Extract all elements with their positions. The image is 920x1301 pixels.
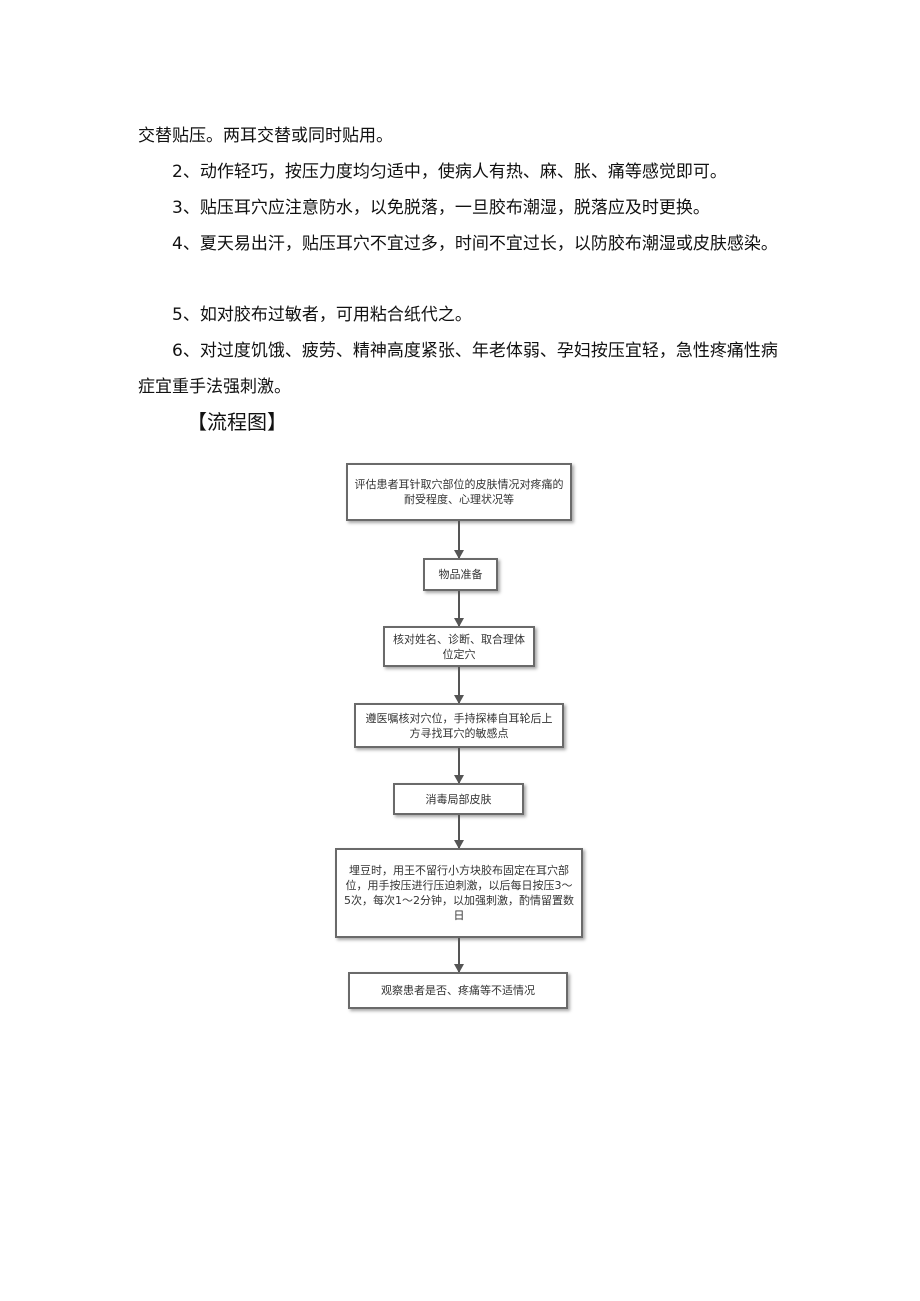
paragraph-2: 2、动作轻巧，按压力度均匀适中，使病人有热、麻、胀、痛等感觉即可。: [172, 162, 727, 182]
flow-step-1: 评估患者耳针取穴部位的皮肤情况对疼痛的耐受程度、心理状况等: [346, 463, 572, 521]
paragraph-4: 4、夏天易出汗，贴压耳穴不宜过多，时间不宜过长，以防胶布潮湿或皮肤感染。: [172, 234, 778, 254]
flow-step-4-text: 遵医嘱核对穴位，手持探棒自耳轮后上方寻找耳穴的敏感点: [365, 711, 553, 740]
flow-arrow-6: [454, 938, 464, 973]
flow-step-7-text: 观察患者是否、疼痛等不适情况: [381, 984, 535, 997]
paragraph-3: 3、贴压耳穴应注意防水，以免脱落，一旦胶布潮湿，脱落应及时更换。: [172, 198, 710, 218]
flow-step-5: 消毒局部皮肤: [393, 783, 524, 815]
flow-arrow-4: [454, 748, 464, 784]
paragraph-6: 6、对过度饥饿、疲劳、精神高度紧张、年老体弱、孕妇按压宜轻，急性疼痛性病症宜重手…: [138, 341, 778, 397]
flow-step-1-text: 评估患者耳针取穴部位的皮肤情况对疼痛的耐受程度、心理状况等: [354, 478, 564, 506]
flow-step-2-text: 物品准备: [438, 568, 483, 581]
flow-arrow-5: [454, 815, 464, 849]
flow-arrow-3: [454, 667, 464, 704]
flow-arrow-1: [454, 521, 464, 559]
paragraph-1: 交替贴压。两耳交替或同时贴用。: [138, 126, 393, 146]
flow-arrow-2: [454, 591, 464, 627]
flow-step-5-text: 消毒局部皮肤: [425, 792, 492, 806]
section-title: 【流程图】: [187, 410, 287, 434]
flow-step-6: 埋豆时，用王不留行小方块胶布固定在耳穴部位，用手按压进行压迫刺激，以后每日按压3…: [335, 848, 583, 938]
flow-step-3-text: 核对姓名、诊断、取合理体位定穴: [393, 632, 525, 661]
flow-step-4: 遵医嘱核对穴位，手持探棒自耳轮后上方寻找耳穴的敏感点: [354, 703, 564, 748]
flow-step-2: 物品准备: [423, 558, 498, 591]
paragraph-5: 5、如对胶布过敏者，可用粘合纸代之。: [172, 305, 472, 325]
flow-step-3: 核对姓名、诊断、取合理体位定穴: [383, 626, 535, 667]
flow-step-7: 观察患者是否、疼痛等不适情况: [348, 972, 568, 1009]
flow-step-6-text: 埋豆时，用王不留行小方块胶布固定在耳穴部位，用手按压进行压迫刺激，以后每日按压3…: [344, 864, 574, 922]
